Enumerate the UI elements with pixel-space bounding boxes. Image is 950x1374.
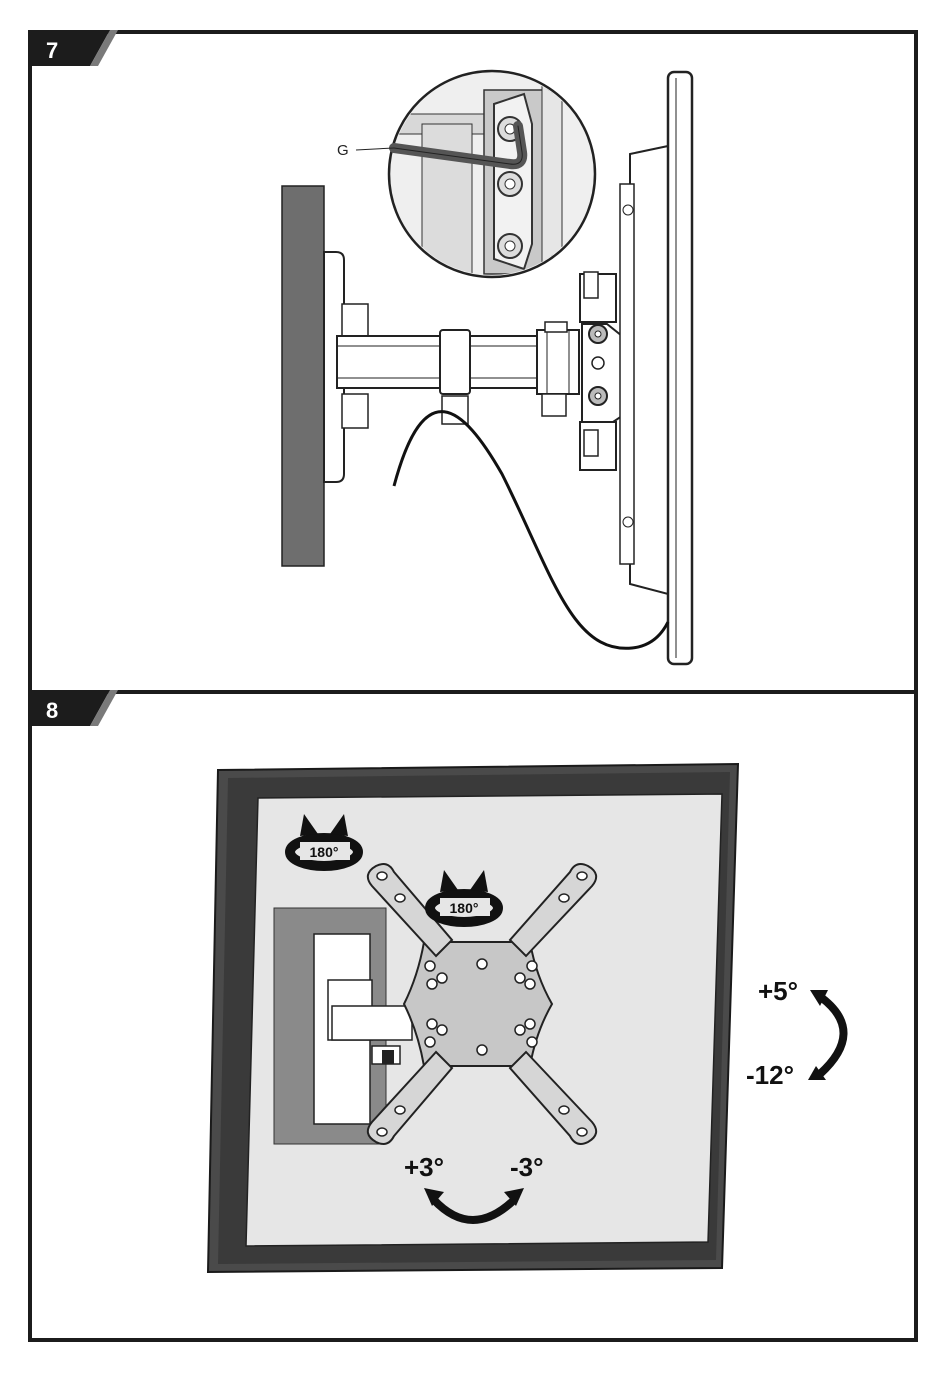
extension-arm (337, 322, 579, 424)
tilt-down-label: -12° (746, 1060, 794, 1090)
detail-magnifier (356, 71, 595, 294)
wall (282, 186, 324, 566)
step-7-panel: 7 (28, 30, 918, 694)
step-8-panel: 8 (28, 690, 918, 1342)
swivel-right-label: -3° (510, 1152, 544, 1182)
tilt-up-label: +5° (758, 976, 798, 1006)
rotation-label-2: 180° (450, 900, 479, 916)
step-7-illustration: G (32, 34, 914, 690)
rotation-label-1: 180° (310, 844, 339, 860)
step-8-illustration: 180° 180° +3° -3° +5° -12° (32, 694, 914, 1338)
swivel-left-label: +3° (404, 1152, 444, 1182)
tilt-bracket (580, 272, 622, 470)
tv-side-view (620, 72, 692, 664)
tilt-arrow-icon (808, 990, 844, 1080)
callout-g: G (337, 142, 349, 159)
